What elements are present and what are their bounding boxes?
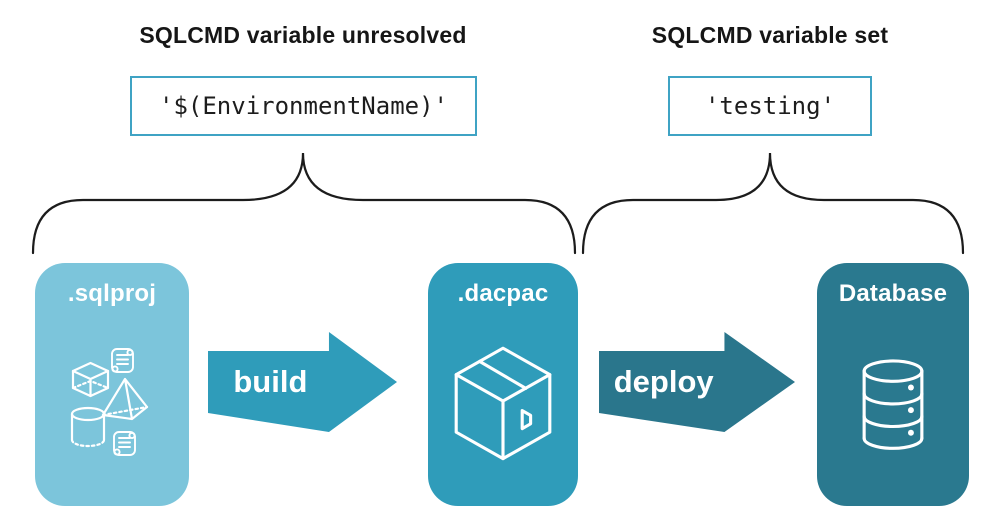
node-database: Database	[817, 263, 969, 506]
deploy-arrow: deploy	[599, 332, 795, 432]
node-database-label: Database	[838, 280, 948, 307]
node-sqlproj: .sqlproj	[35, 263, 189, 506]
node-sqlproj-label: .sqlproj	[67, 280, 157, 307]
build-arrow-label: build	[233, 364, 308, 399]
node-dacpac-label: .dacpac	[457, 280, 549, 307]
codebox-testing: 'testing'	[668, 76, 872, 136]
sql-project-objects-icon	[70, 347, 149, 456]
heading-variable-set: SQLCMD variable set	[651, 22, 889, 48]
heading-variable-unresolved: SQLCMD variable unresolved	[139, 22, 467, 48]
database-cylinder-icon	[862, 359, 924, 450]
package-box-icon	[454, 346, 552, 461]
build-arrow: build	[208, 332, 397, 432]
brace-left	[31, 152, 577, 255]
node-dacpac: .dacpac	[428, 263, 578, 506]
grouping-braces	[31, 152, 965, 255]
deploy-arrow-label: deploy	[613, 364, 714, 399]
brace-right	[581, 152, 965, 255]
code-value-unresolved: '$(EnvironmentName)'	[159, 92, 448, 120]
code-value-set: 'testing'	[704, 92, 836, 120]
codebox-environment-name: '$(EnvironmentName)'	[130, 76, 477, 136]
